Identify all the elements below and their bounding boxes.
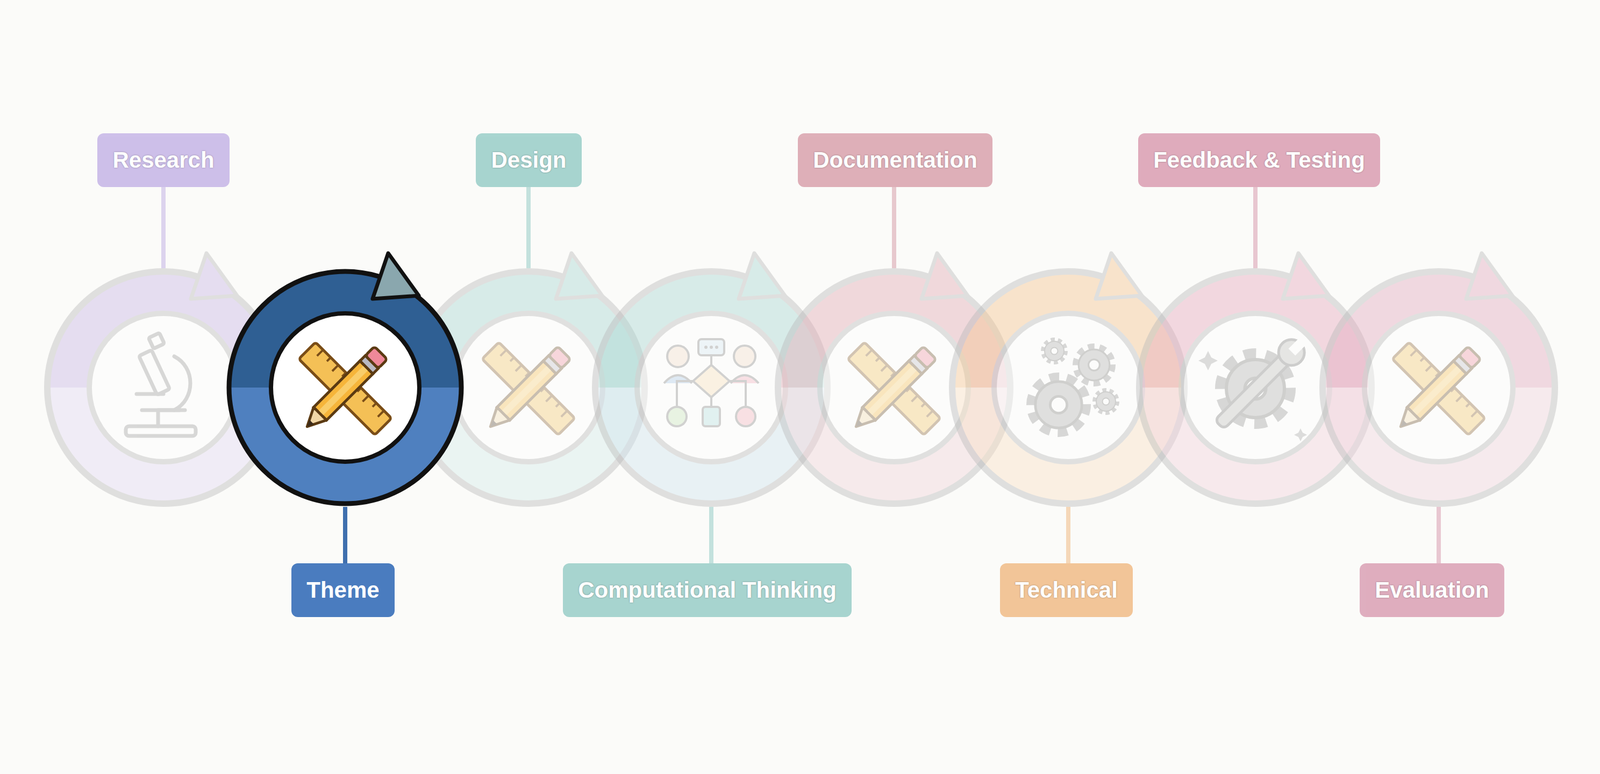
leader-line <box>709 506 714 564</box>
ring-inner-disc <box>454 313 603 462</box>
leader-line <box>1436 506 1441 564</box>
ring-outline <box>229 271 462 504</box>
ring-inner-disc <box>819 313 969 462</box>
stage-label: Evaluation <box>1359 563 1505 618</box>
stage-name: Documentation <box>812 147 978 173</box>
leader-line <box>1253 187 1258 269</box>
stage-label: Design <box>475 133 582 188</box>
leader-line <box>343 506 348 564</box>
stage-icon <box>663 339 759 427</box>
cycle-arrowhead <box>372 253 419 299</box>
cycle-arrowhead <box>190 253 238 299</box>
active-cycle-ring <box>229 253 462 504</box>
cycle-arrowhead <box>738 253 785 299</box>
leader-lines <box>163 187 1439 564</box>
stage-label: Computational Thinking <box>562 563 852 618</box>
stage-name: Feedback & Testing <box>1153 147 1366 173</box>
leader-line <box>161 187 166 269</box>
cycle-arrowhead <box>1282 253 1330 299</box>
cycle-arrowhead <box>555 253 603 299</box>
active-stage-label: Theme <box>291 563 395 618</box>
stage-name: Design <box>490 147 567 173</box>
stage-label: Research <box>97 133 230 188</box>
stage-name: Research <box>112 147 214 173</box>
ring-inner-disc <box>994 313 1143 462</box>
stage-name: Technical <box>1015 577 1118 603</box>
cycle-arrowhead <box>921 253 968 299</box>
stage-label: Feedback & Testing <box>1138 133 1381 188</box>
ring-inner-disc <box>637 313 786 462</box>
stage-icon <box>847 342 941 436</box>
faded-cycle-ring <box>1322 253 1555 504</box>
stage-name: Computational Thinking <box>577 577 837 603</box>
stage-label: Technical <box>1000 563 1133 618</box>
stage-name: Evaluation <box>1374 577 1489 603</box>
ring-inner-disc <box>270 313 420 462</box>
ring-inner-disc <box>1364 313 1513 462</box>
stage-icon <box>298 342 392 436</box>
stage-icon <box>1032 340 1117 431</box>
stage-name: Theme <box>306 577 380 603</box>
stage-icon <box>1198 331 1313 442</box>
stage-icon <box>125 332 196 437</box>
stage-icon <box>482 342 576 436</box>
ring-inner-disc <box>1181 313 1330 462</box>
cycle-arrowhead <box>1095 253 1142 299</box>
cycle-arrowhead <box>1466 253 1513 299</box>
stage-icon <box>1392 342 1486 436</box>
leader-line <box>1066 506 1071 564</box>
cycle-rings <box>47 253 1555 504</box>
stage-label: Documentation <box>797 133 993 188</box>
leader-line <box>526 187 531 269</box>
ring-inner-disc <box>89 313 238 462</box>
leader-line <box>891 187 897 269</box>
ring-outline <box>1322 271 1555 504</box>
